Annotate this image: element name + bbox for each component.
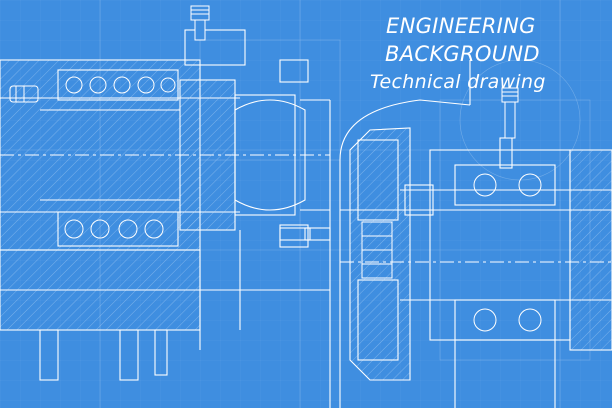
gear-icon xyxy=(361,221,393,279)
heading-line-background: BACKGROUND xyxy=(385,42,540,66)
heading-line-technical-drawing: Technical drawing xyxy=(370,71,546,93)
nozzle-icon xyxy=(501,87,519,139)
heading-line-engineering: ENGINEERING xyxy=(386,14,536,38)
bolt-icon xyxy=(9,85,39,103)
bearing-ball-icon xyxy=(64,76,176,239)
right-assembly xyxy=(339,60,612,408)
left-assembly xyxy=(0,22,331,408)
bearing-ball-icon xyxy=(473,173,542,332)
nozzle-icon xyxy=(190,5,210,41)
